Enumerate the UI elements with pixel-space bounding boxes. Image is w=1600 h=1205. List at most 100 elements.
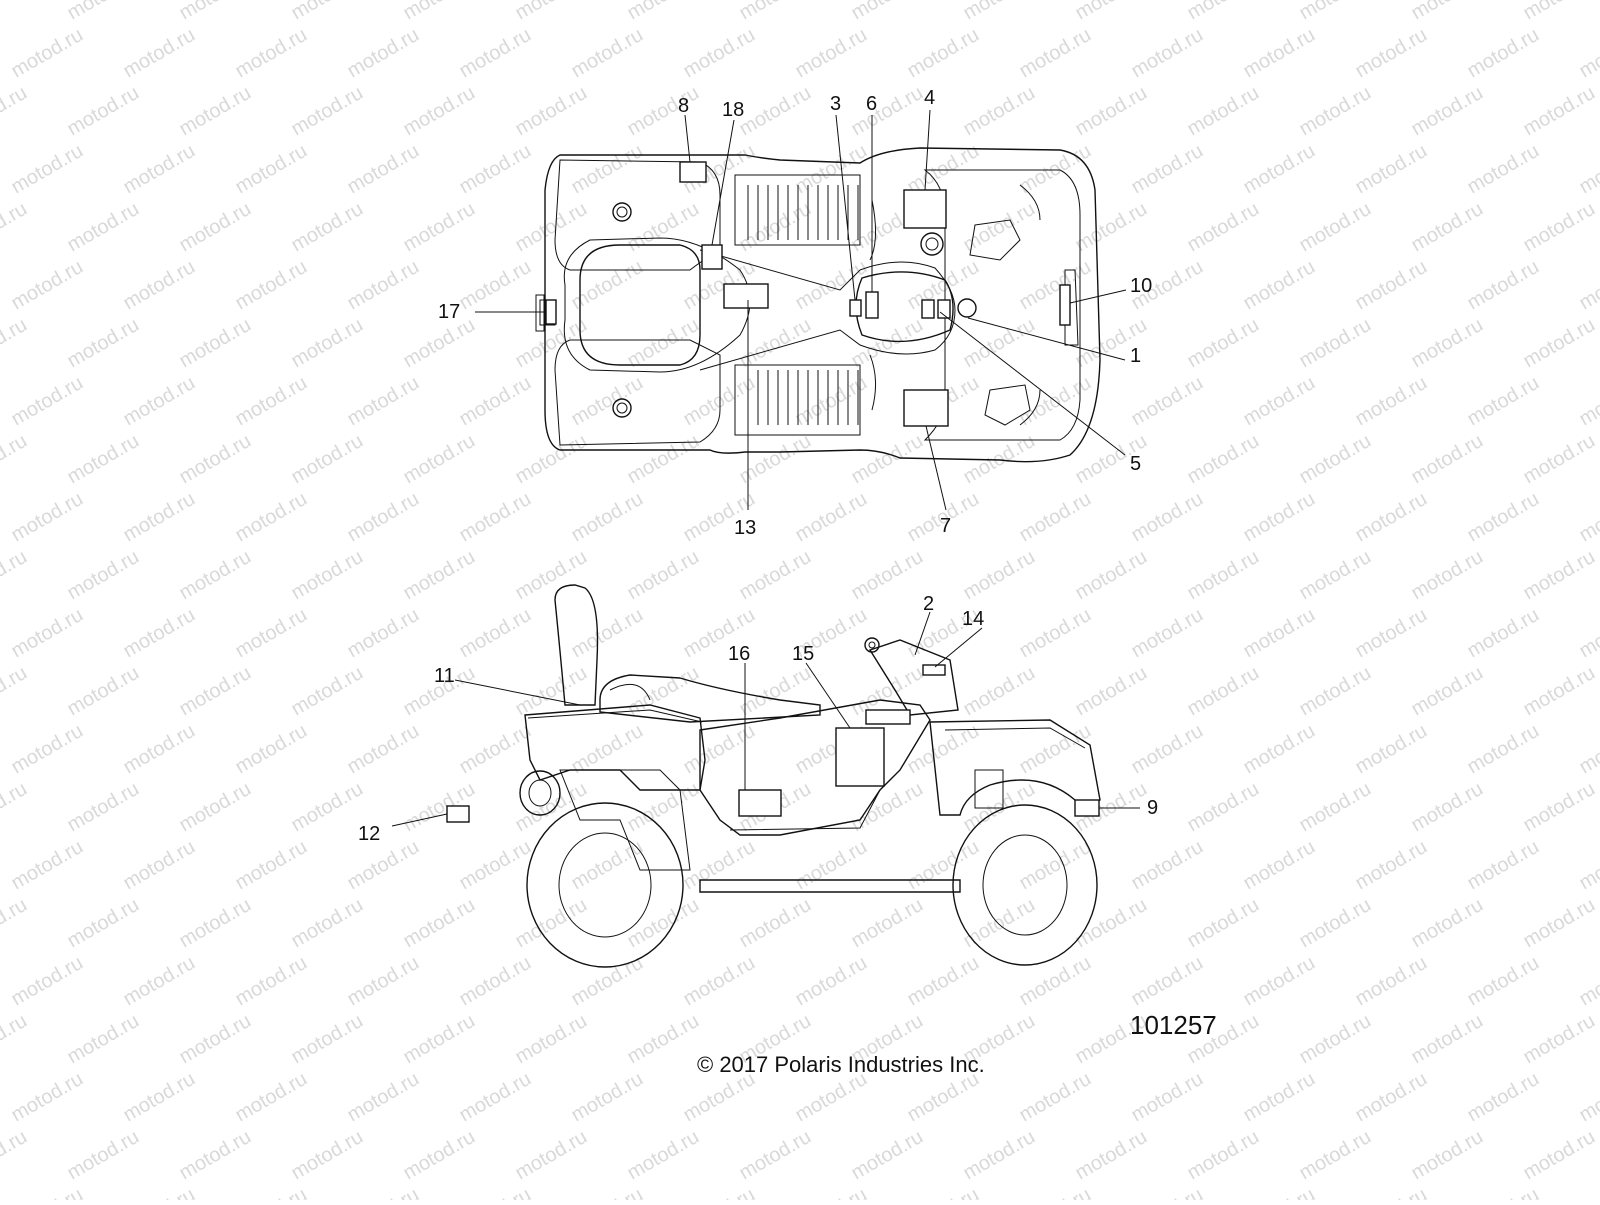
watermark-text: motod.ru — [0, 1010, 31, 1069]
watermark-text: motod.ru — [232, 1068, 311, 1127]
watermark-text: motod.ru — [8, 372, 87, 431]
watermark-text: motod.ru — [848, 314, 927, 373]
watermark-text: motod.ru — [1072, 1126, 1151, 1185]
watermark-text: motod.ru — [624, 1126, 703, 1185]
watermark-text: motod.ru — [1016, 1068, 1095, 1127]
watermark-text: motod.ru — [792, 836, 871, 895]
callout-11: 11 — [434, 665, 455, 687]
watermark-text: motod.ru — [176, 778, 255, 837]
watermark-text: motod.ru — [1576, 1184, 1600, 1200]
callout-16: 16 — [728, 643, 750, 665]
watermark-text: motod.ru — [288, 430, 367, 489]
watermark-text: motod.ru — [736, 82, 815, 141]
watermark-text: motod.ru — [1296, 778, 1375, 837]
watermark-text: motod.ru — [568, 488, 647, 547]
watermark-text: motod.ru — [1576, 720, 1600, 779]
watermark-text: motod.ru — [456, 952, 535, 1011]
watermark-text: motod.ru — [1520, 82, 1599, 141]
watermark-text: motod.ru — [456, 488, 535, 547]
watermark-text: motod.ru — [1352, 488, 1431, 547]
watermark-text: motod.ru — [512, 546, 591, 605]
watermark-text: motod.ru — [344, 256, 423, 315]
watermark-text: motod.ru — [736, 198, 815, 257]
callout-4: 4 — [924, 87, 935, 109]
watermark-text: motod.ru — [1576, 1068, 1600, 1127]
watermark-text: motod.ru — [176, 82, 255, 141]
watermark-text: motod.ru — [1296, 662, 1375, 721]
watermark-text: motod.ru — [1408, 82, 1487, 141]
callout-6: 6 — [866, 93, 877, 115]
watermark-text: motod.ru — [1016, 24, 1095, 83]
watermark-text: motod.ru — [8, 24, 87, 83]
watermark-text: motod.ru — [8, 1184, 87, 1200]
watermark-text: motod.ru — [1408, 662, 1487, 721]
watermark-text: motod.ru — [1520, 0, 1599, 24]
watermark-text: motod.ru — [680, 24, 759, 83]
watermark-text: motod.ru — [232, 256, 311, 315]
watermark-text: motod.ru — [1576, 952, 1600, 1011]
watermark-text: motod.ru — [1352, 24, 1431, 83]
watermark-text: motod.ru — [120, 1068, 199, 1127]
watermark-text: motod.ru — [176, 198, 255, 257]
watermark-text: motod.ru — [232, 140, 311, 199]
watermark-text: motod.ru — [1352, 836, 1431, 895]
watermark-text: motod.ru — [1184, 662, 1263, 721]
watermark-text: motod.ru — [1240, 488, 1319, 547]
watermark-text: motod.ru — [344, 372, 423, 431]
watermark-text: motod.ru — [1464, 24, 1543, 83]
watermark-text: motod.ru — [120, 836, 199, 895]
watermark-text: motod.ru — [960, 82, 1039, 141]
watermark-text: motod.ru — [1296, 82, 1375, 141]
watermark-text: motod.ru — [1408, 1010, 1487, 1069]
watermark-text: motod.ru — [848, 82, 927, 141]
watermark-text: motod.ru — [120, 952, 199, 1011]
watermark-text: motod.ru — [344, 720, 423, 779]
watermark-text: motod.ru — [904, 952, 983, 1011]
callout-5: 5 — [1130, 453, 1141, 475]
watermark-text: motod.ru — [1296, 894, 1375, 953]
watermark-text: motod.ru — [792, 372, 871, 431]
watermark-text: motod.ru — [176, 1126, 255, 1185]
watermark-text: motod.ru — [960, 314, 1039, 373]
watermark-text: motod.ru — [624, 198, 703, 257]
watermark-text: motod.ru — [0, 546, 31, 605]
watermark-text: motod.ru — [1408, 778, 1487, 837]
watermark-text: motod.ru — [736, 1126, 815, 1185]
watermark-text: motod.ru — [1576, 140, 1600, 199]
watermark-text: motod.ru — [1520, 778, 1599, 837]
watermark-text: motod.ru — [736, 0, 815, 24]
watermark-text: motod.ru — [232, 952, 311, 1011]
watermark-text: motod.ru — [400, 430, 479, 489]
callout-9: 9 — [1147, 797, 1158, 819]
watermark-text: motod.ru — [1520, 1126, 1599, 1185]
copyright-notice: © 2017 Polaris Industries Inc. — [697, 1052, 985, 1077]
watermark-text: motod.ru — [1128, 836, 1207, 895]
watermark-text: motod.ru — [568, 1068, 647, 1127]
watermark-text: motod.ru — [624, 1010, 703, 1069]
watermark-text: motod.ru — [1576, 836, 1600, 895]
watermark-text: motod.ru — [1520, 546, 1599, 605]
watermark-text: motod.ru — [568, 372, 647, 431]
watermark-text: motod.ru — [288, 82, 367, 141]
watermark-text: motod.ru — [120, 1184, 199, 1200]
watermark-text: motod.ru — [1352, 1184, 1431, 1200]
watermark-text: motod.ru — [176, 1010, 255, 1069]
watermark-text: motod.ru — [1072, 662, 1151, 721]
watermark-text: motod.ru — [848, 0, 927, 24]
watermark-text: motod.ru — [1240, 372, 1319, 431]
watermark-text: motod.ru — [64, 82, 143, 141]
watermark-text: motod.ru — [1128, 720, 1207, 779]
watermark-text: motod.ru — [568, 1184, 647, 1200]
watermark-text: motod.ru — [1576, 372, 1600, 431]
watermark-text: motod.ru — [1184, 546, 1263, 605]
watermark-text: motod.ru — [344, 24, 423, 83]
watermark-text: motod.ru — [400, 0, 479, 24]
watermark-text: motod.ru — [232, 720, 311, 779]
callout-3: 3 — [830, 93, 841, 115]
watermark-text: motod.ru — [1016, 604, 1095, 663]
watermark-text: motod.ru — [8, 140, 87, 199]
watermark-text: motod.ru — [848, 1126, 927, 1185]
watermark-text: motod.ru — [848, 430, 927, 489]
watermark-text: motod.ru — [176, 430, 255, 489]
